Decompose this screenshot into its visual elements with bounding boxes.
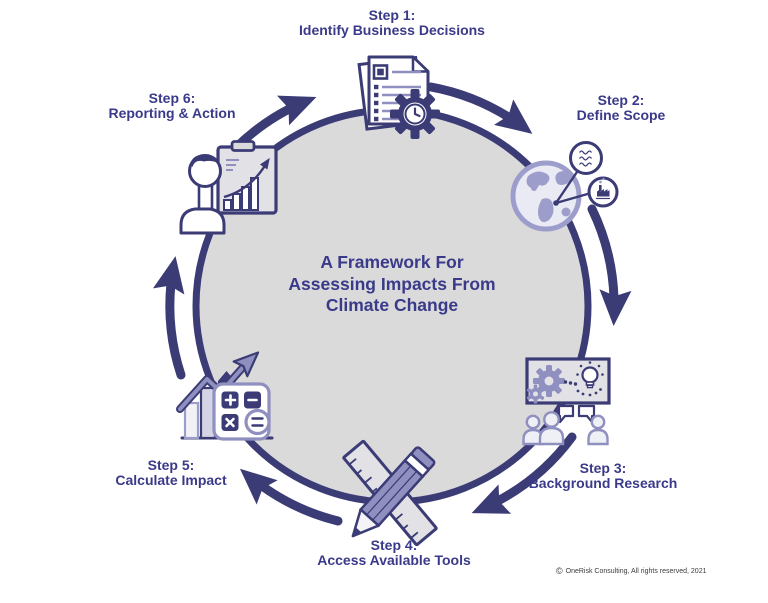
step-6-title: Reporting & Action — [108, 105, 236, 121]
step-4-label-block: Step 4: Access Available Tools — [317, 538, 471, 568]
center-title-line-1: A Framework For — [320, 252, 464, 272]
step-3-label: Step 3: — [579, 460, 627, 476]
pin-dot — [553, 200, 559, 206]
arrowhead-icon — [277, 95, 317, 126]
step6-presenter-chart-icon — [179, 140, 278, 235]
arrowhead-icon — [599, 289, 632, 326]
step-5-title: Calculate Impact — [115, 472, 227, 488]
step-4-label: Step 4: — [370, 537, 418, 553]
step-2-title: Define Scope — [576, 107, 666, 123]
arrowhead-icon — [494, 99, 533, 134]
waves-callout-icon — [569, 141, 603, 175]
step3-research-board-people-icon — [522, 357, 611, 446]
step-3-label-block: Step 3: Background Research — [529, 461, 678, 491]
lightbulb-icon — [576, 361, 604, 389]
arc-arrow-bottom-left — [257, 481, 343, 526]
small-gear-icon — [526, 384, 545, 404]
center-title-line-2: Assessing Impacts From — [288, 273, 496, 294]
step-6-label-block: Step 6: Reporting & Action — [108, 91, 235, 121]
arc-arrow-left — [165, 278, 186, 380]
copyright: © OneRisk Consulting, All rights reserve… — [556, 567, 707, 576]
step-5-label-block: Step 5: Calculate Impact — [115, 458, 226, 488]
step-2-label-block: Step 2: Define Scope — [577, 93, 666, 123]
step-2-label: Step 2: — [597, 92, 645, 108]
curve-arrowhead-icon — [259, 157, 270, 170]
cycle-arrows — [152, 82, 632, 526]
hair — [190, 154, 220, 168]
multiply-icon — [225, 417, 235, 428]
chart-bar — [183, 401, 200, 440]
equals-icon — [251, 417, 264, 427]
step-3-title: Background Research — [528, 475, 678, 491]
speech-bubble-icon — [557, 404, 575, 424]
step5-chart-calculator-icon — [176, 351, 274, 441]
people-icons — [522, 411, 609, 446]
step-6-label: Step 6: — [148, 90, 196, 106]
board-text-lines — [226, 159, 239, 171]
step-5-label: Step 5: — [147, 457, 195, 473]
gear-clock-icon — [390, 89, 440, 139]
center-title-line-3: Climate Change — [325, 295, 459, 315]
arrowhead-icon — [471, 484, 512, 514]
calculator-icon — [212, 382, 271, 441]
copyright-text: OneRisk Consulting, All rights reserved,… — [565, 568, 707, 575]
step2-globe-scope-icon — [510, 141, 619, 232]
arc-arrow-right — [587, 204, 619, 303]
step-4-title: Access Available Tools — [317, 552, 471, 568]
arrowhead-icon — [239, 468, 278, 505]
checklist-bullets — [374, 84, 379, 122]
continents — [526, 171, 571, 223]
plus-icon — [224, 394, 237, 406]
folded-corner — [411, 55, 430, 73]
copyright-icon: © — [556, 566, 563, 576]
center-title: A Framework For Assessing Impacts From C… — [288, 252, 495, 317]
presenter-person-icon — [179, 154, 226, 235]
dot-trail — [563, 380, 602, 397]
factory-icon — [596, 177, 610, 200]
step-1-label-block: Step 1: Identify Business Decisions — [299, 8, 485, 38]
pencil-icon — [351, 446, 436, 538]
arrowhead-icon — [152, 256, 185, 295]
step-1-title: Identify Business Decisions — [299, 22, 485, 38]
step4-pencil-ruler-icon — [342, 439, 438, 547]
callout-lines — [555, 168, 592, 205]
step1-document-checklist-gear-clock-icon — [357, 55, 440, 139]
board-growth-curve — [223, 163, 268, 199]
arc-arrow-bottom-right — [491, 432, 577, 507]
arc-arrow-top-right — [426, 82, 515, 123]
growth-arrowhead-icon — [232, 351, 260, 378]
step-1-label: Step 1: — [368, 7, 416, 23]
board-clip — [230, 140, 256, 152]
clock-hands — [413, 107, 421, 118]
waves-icon — [578, 150, 593, 167]
